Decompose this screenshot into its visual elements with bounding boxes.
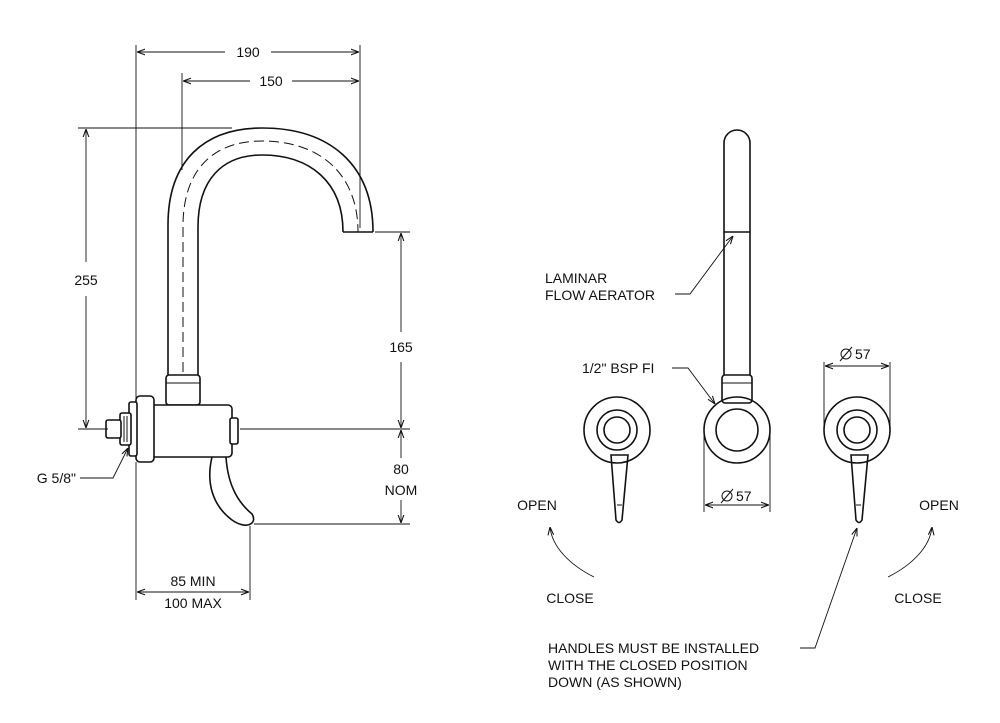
flange-diameter-center: 57 [736,488,752,504]
dim-projection-max: 100 MAX [164,595,222,611]
body-cap [229,417,239,445]
center-flange [703,396,771,464]
open-label-left: OPEN [517,497,557,513]
flange-diameter-right: 57 [855,346,871,362]
right-flange [823,396,891,464]
close-label-left: CLOSE [546,590,593,606]
dim-handle-nom-line1: 80 [393,461,409,477]
left-handle-assembly [583,396,651,524]
aerator-label-line2: FLOW AERATOR [545,287,655,303]
dim-spout-clearance: 165 [389,339,413,355]
center-outlet [715,408,759,452]
front-annotations: LAMINAR FLOW AERATOR 1/2" BSP FI 57 57 O… [517,236,959,690]
diameter-symbol-center [720,488,734,504]
close-label-right: CLOSE [894,590,941,606]
inlet-stub [105,419,122,439]
side-view [105,127,374,526]
spout-collar-front [721,374,753,404]
inlet-thread-label: G 5/8" [37,470,76,486]
spout-front [723,129,751,378]
handle-note-line3: DOWN (AS SHOWN) [548,674,682,690]
dim-handle-nom-line2: NOM [385,482,418,498]
left-lever[interactable] [610,454,629,524]
diameter-symbol-right [839,346,853,362]
front-view [583,129,891,524]
inlet-label: 1/2" BSP FI [582,360,654,376]
dim-spout-reach: 150 [259,73,283,89]
left-flange [583,396,651,464]
open-label-right: OPEN [919,497,959,513]
wall-flange [135,395,155,463]
right-handle-assembly [823,396,891,524]
aerator-label-line1: LAMINAR [545,270,607,286]
handle-note-line2: WITH THE CLOSED POSITION [548,657,748,673]
spout-inner [197,154,344,376]
spout-collar [165,374,201,406]
rotation-arrow-right [887,527,932,578]
side-dimensions: 190 150 255 165 80 NOM 85 MIN 100 MAX G … [37,44,418,611]
tap-body [149,404,233,458]
right-lever[interactable] [850,454,869,524]
handle-note-line1: HANDLES MUST BE INSTALLED [548,640,759,656]
dim-height: 255 [74,272,98,288]
lever-handle[interactable] [209,456,255,526]
spout-centerline [182,140,359,372]
dim-overall-width: 190 [236,44,260,60]
rotation-arrow-left [550,527,595,578]
dim-projection-min: 85 MIN [170,573,215,589]
